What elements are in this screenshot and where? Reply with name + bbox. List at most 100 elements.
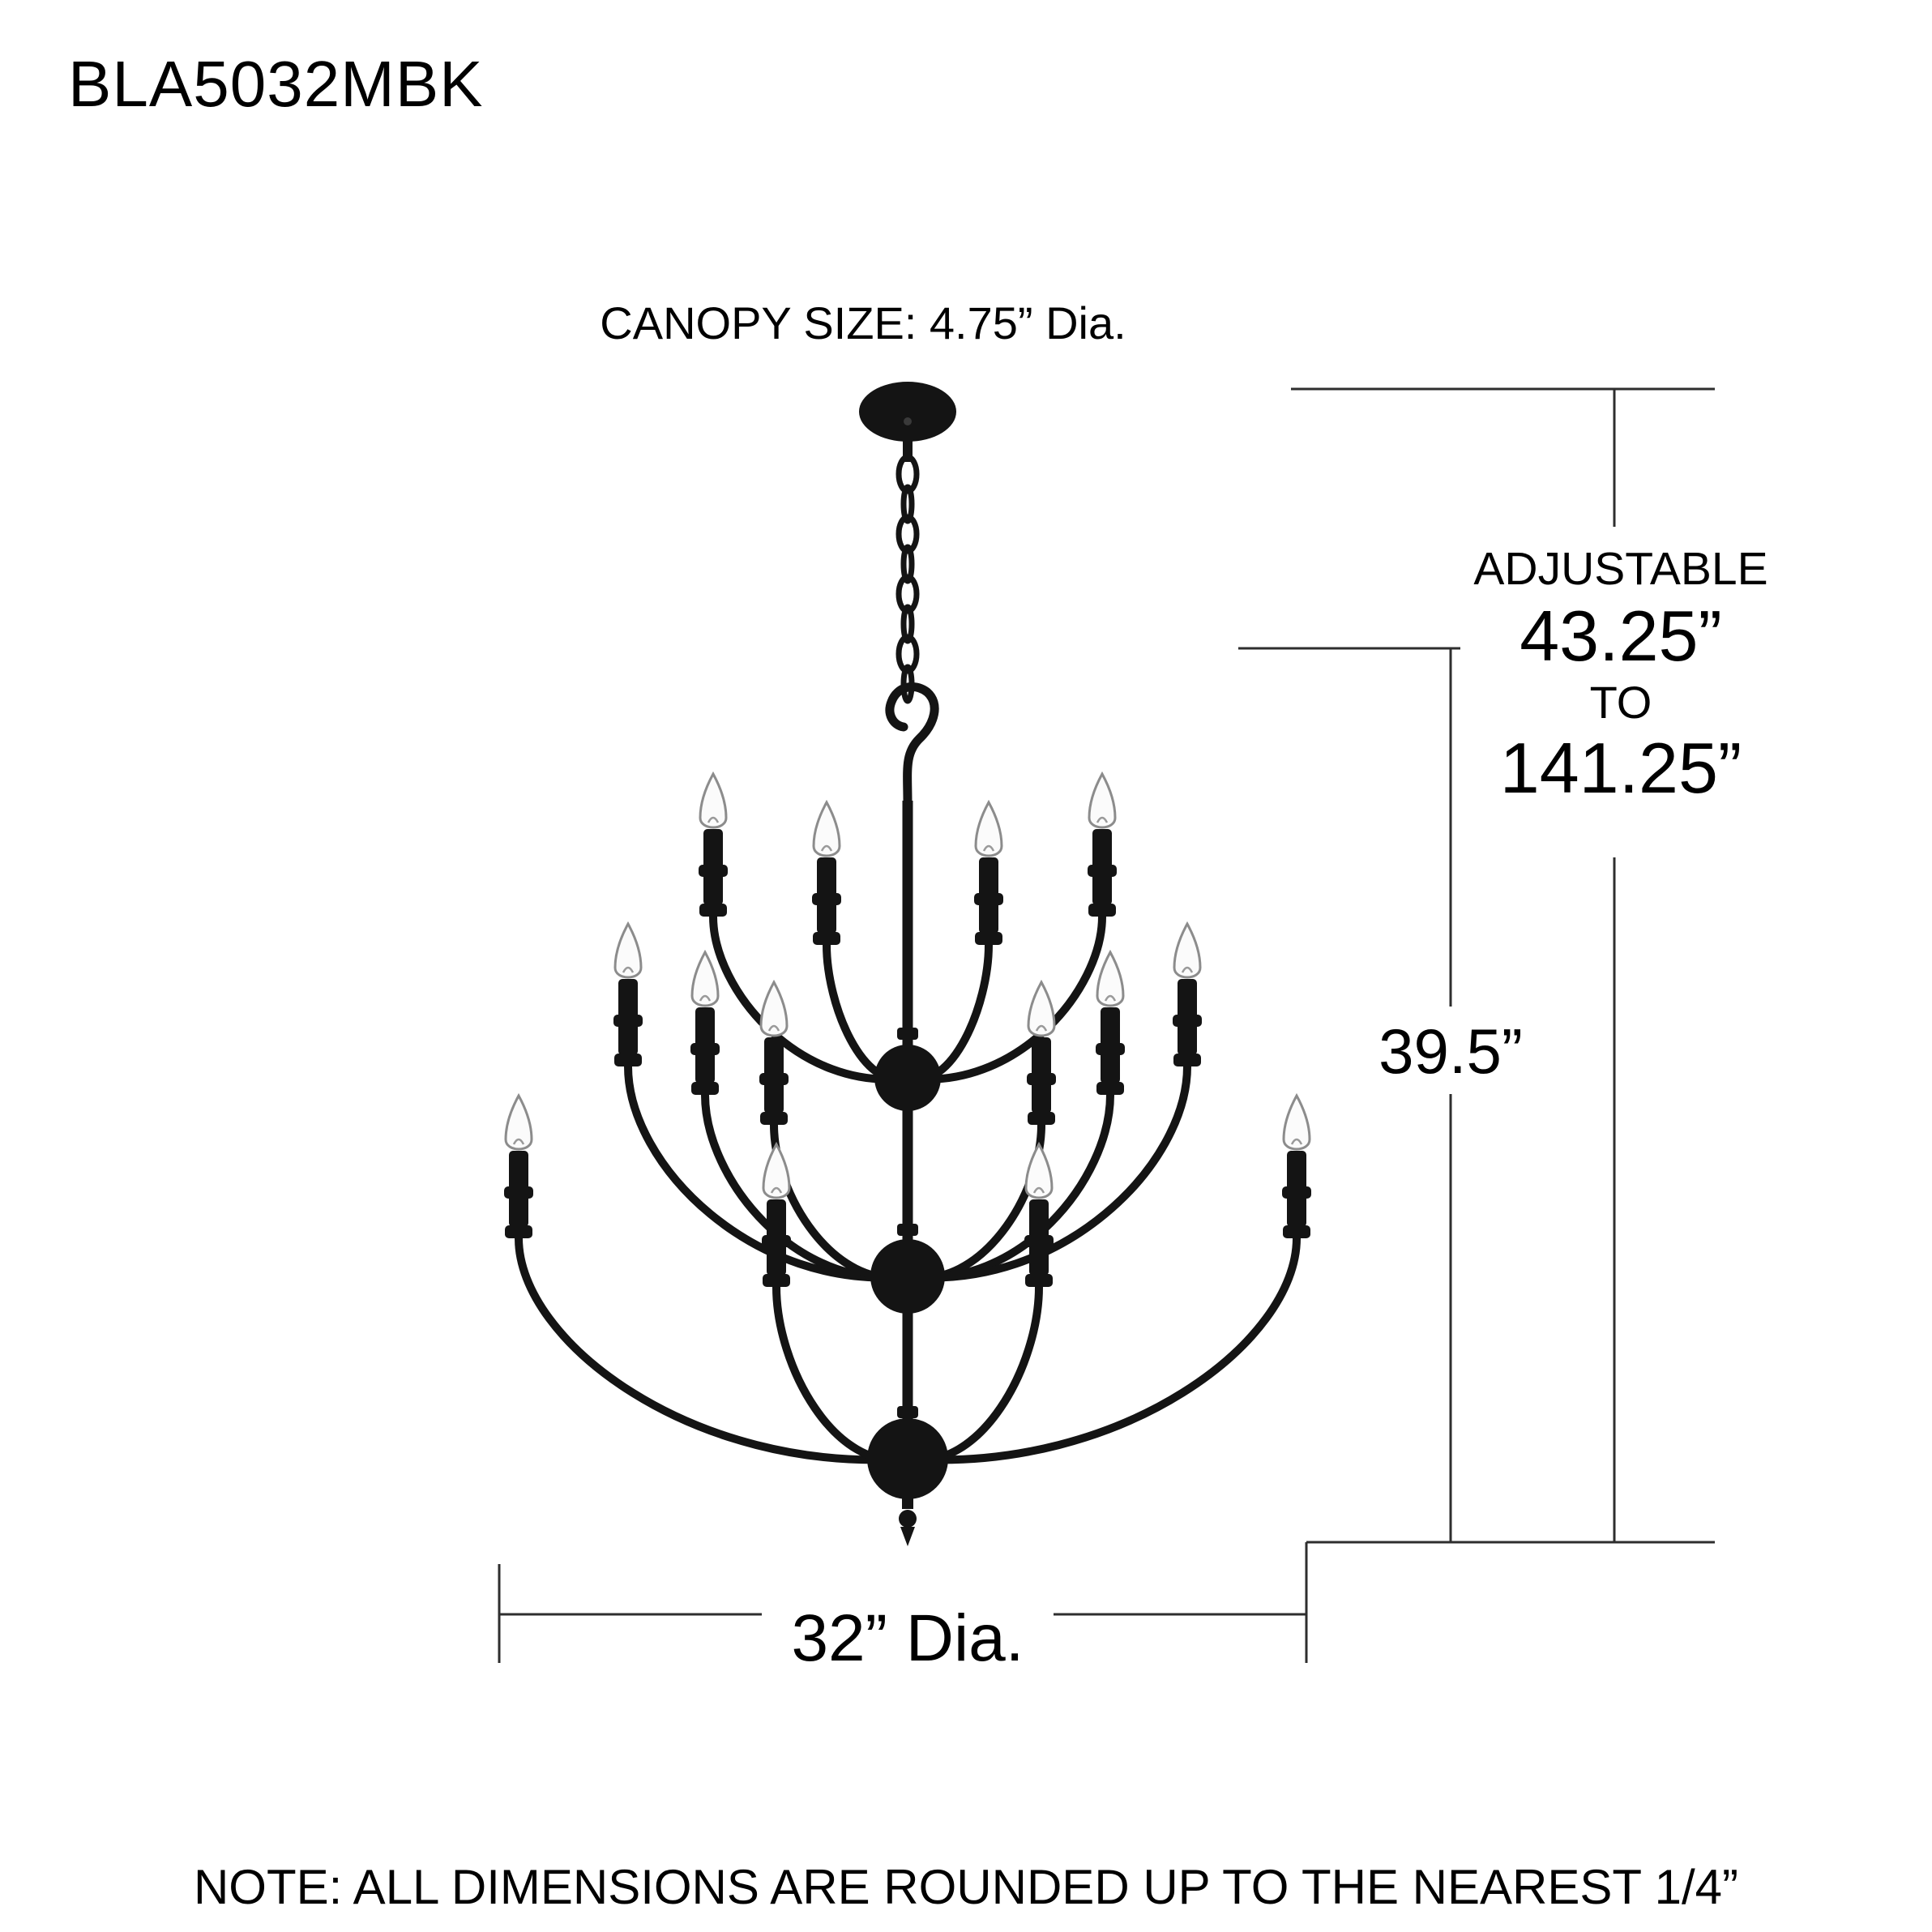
candle-collar: [613, 1015, 643, 1027]
rod-collar: [897, 1224, 918, 1236]
bulb-filament: [1096, 816, 1109, 823]
bulb-filament: [512, 1138, 525, 1145]
candle-collar: [699, 865, 728, 877]
candle-collar: [762, 1235, 791, 1247]
bulb-filament: [707, 816, 720, 823]
candle-arm: [904, 913, 1106, 1084]
candle-cup: [1096, 1082, 1124, 1095]
bulb: [613, 921, 643, 979]
chain-link: [900, 604, 915, 644]
finial-ball: [899, 1510, 917, 1528]
candle-cup: [1173, 1054, 1201, 1066]
bulb: [1096, 949, 1125, 1007]
bulb: [762, 1141, 791, 1199]
bulb: [812, 799, 841, 857]
fixture-height-label: 39.5”: [1378, 1015, 1523, 1087]
bulb-filament: [1032, 1186, 1045, 1194]
candle-cup: [813, 932, 840, 945]
chain: [895, 454, 920, 704]
bulb: [690, 949, 720, 1007]
center-ball-middle: [870, 1239, 945, 1314]
candle-cup: [505, 1225, 532, 1238]
candle-arm: [515, 1234, 912, 1464]
candle-collar: [690, 1043, 720, 1055]
canopy-screw: [904, 417, 912, 425]
bulb-filament: [1290, 1138, 1303, 1145]
candle: [690, 949, 720, 1095]
candle: [974, 799, 1003, 945]
candle-cup: [1028, 1112, 1055, 1125]
finial-stem: [902, 1498, 913, 1509]
candle: [812, 799, 841, 945]
candle: [1088, 771, 1117, 917]
bulb: [699, 771, 728, 829]
candle-cup: [1025, 1274, 1053, 1287]
candle-cup: [1088, 904, 1116, 917]
candle-collar: [1088, 865, 1117, 877]
bulb: [1088, 771, 1117, 829]
bulb: [1173, 921, 1202, 979]
canopy: [859, 382, 956, 442]
bulb: [1024, 1141, 1054, 1199]
fixture-diameter-label: 32” Dia.: [791, 1601, 1024, 1675]
candle-cup: [691, 1082, 719, 1095]
candle-collar: [1024, 1235, 1054, 1247]
dimensions-note: NOTE: ALL DIMENSIONS ARE ROUNDED UP TO T…: [193, 1860, 1739, 1914]
candle: [1024, 1141, 1054, 1287]
adjustable-label: ADJUSTABLE: [1473, 543, 1768, 595]
bulb-filament: [1035, 1024, 1048, 1032]
bulb-filament: [770, 1186, 783, 1194]
candle-collar: [1282, 1186, 1311, 1199]
candle-collar: [759, 1073, 789, 1085]
dimension-lines: [498, 387, 1715, 1663]
bulb-filament: [1104, 994, 1117, 1002]
bulb: [504, 1092, 533, 1151]
bulb-filament: [982, 844, 995, 852]
candle-collar: [1027, 1073, 1056, 1085]
candle: [762, 1141, 791, 1287]
bulb-filament: [820, 844, 833, 852]
candle-arm: [709, 913, 912, 1084]
canopy-size-label: CANOPY SIZE: 4.75” Dia.: [600, 297, 1126, 348]
candle: [759, 979, 789, 1125]
candle-collar: [1173, 1015, 1202, 1027]
candle-cup: [614, 1054, 642, 1066]
candle-arm: [904, 1091, 1114, 1282]
rod-collar: [897, 1028, 918, 1040]
candle-cup: [760, 1112, 788, 1125]
bulb: [1027, 979, 1056, 1037]
adjustable-dimension-block: ADJUSTABLE 43.25” TO 141.25”: [1430, 541, 1811, 809]
bulb: [1282, 1092, 1311, 1151]
candle-collar: [812, 893, 841, 905]
candle: [1027, 979, 1056, 1125]
product-code: BLA5032MBK: [68, 48, 484, 120]
adjustable-to-label: TO: [1589, 676, 1652, 728]
candle-collar: [974, 893, 1003, 905]
candle-arm: [701, 1091, 912, 1282]
adjustable-max-value: 141.25”: [1499, 728, 1742, 809]
bulb: [759, 979, 789, 1037]
candle: [504, 1092, 533, 1238]
candles: [504, 771, 1311, 1287]
candle: [1173, 921, 1202, 1066]
candle-arm: [904, 1062, 1191, 1282]
adjustable-min-value: 43.25”: [1520, 596, 1722, 677]
bulb-filament: [699, 994, 712, 1002]
bulb: [974, 799, 1003, 857]
candle: [699, 771, 728, 917]
chain-link: [900, 484, 915, 524]
candle-cup: [975, 932, 1002, 945]
candle-collar: [504, 1186, 533, 1199]
bulb-filament: [1181, 966, 1194, 973]
candle-cup: [1283, 1225, 1310, 1238]
center-ball-top: [874, 1045, 941, 1111]
candle: [613, 921, 643, 1066]
center-ball-bottom: [867, 1418, 948, 1499]
candle-cup: [699, 904, 727, 917]
chandelier-illustration: [504, 382, 1311, 1546]
candle: [1282, 1092, 1311, 1238]
bulb-filament: [622, 966, 635, 973]
finial-point: [900, 1527, 915, 1546]
